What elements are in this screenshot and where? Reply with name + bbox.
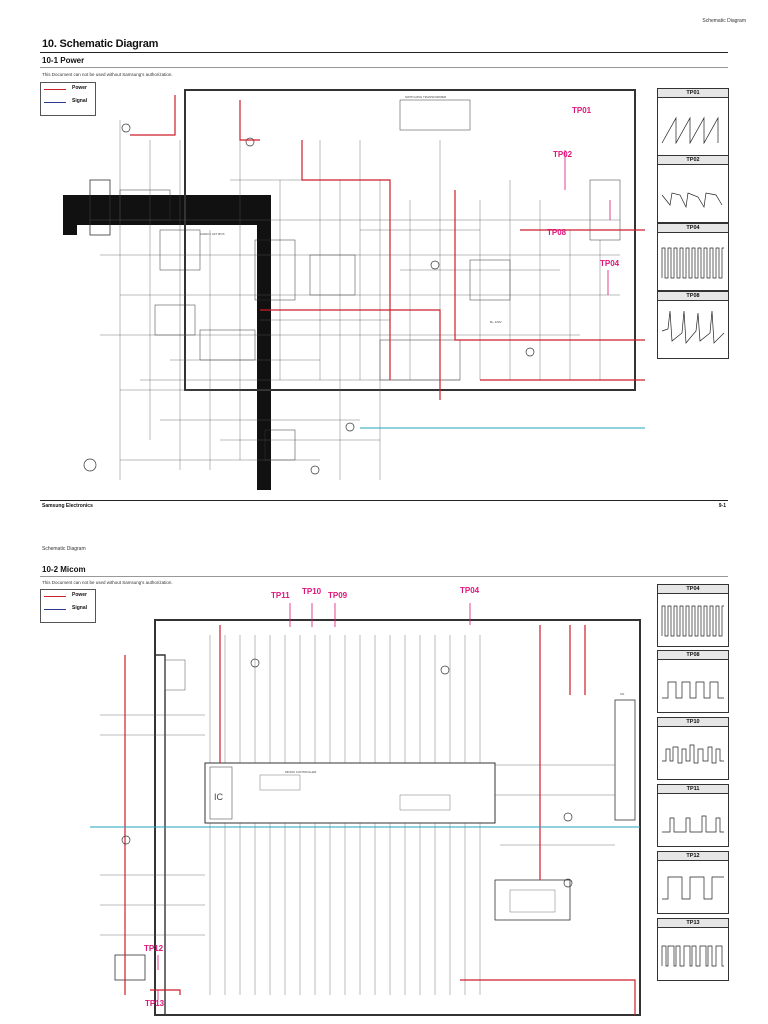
waveform-label: TP08	[658, 292, 728, 301]
tp01-marker: TP01	[572, 106, 592, 115]
waveform-panel-tp04-micom: TP04	[657, 584, 729, 647]
waveform-trace	[662, 681, 724, 699]
waveform-label: TP10	[658, 718, 728, 727]
waveform-label: TP13	[658, 919, 728, 928]
power-schematic: AUDIO / AFT BOX SWITCHING TRANSFORMER B+…	[63, 89, 645, 490]
legend-power-row: Power	[44, 85, 94, 95]
waveform-trace	[662, 876, 724, 900]
tp04-marker: TP04	[600, 259, 620, 268]
tp12-marker: TP12	[144, 944, 164, 953]
waveform-label: TP04	[658, 585, 728, 594]
legend-power-row: Power	[44, 592, 94, 602]
micom-schematic: IC MICRO CONTROLLER CN	[90, 603, 641, 1016]
page2-header: Schematic Diagram	[42, 546, 86, 552]
legend-signal-row: Signal	[44, 605, 94, 615]
waveform-panel-tp08-micom: TP08	[657, 650, 729, 713]
micom-legend: Power Signal	[40, 589, 96, 623]
legend-power-line	[44, 89, 66, 90]
waveform-label: TP11	[658, 785, 728, 794]
tp02-marker: TP02	[553, 150, 573, 159]
footer-page-number: 9-1	[718, 503, 726, 509]
legend-power-label: Power	[72, 592, 88, 598]
waveform-panel-tp13: TP13	[657, 918, 729, 981]
legend-power-label: Power	[72, 85, 88, 91]
power-notice: This Document can not be used without Sa…	[42, 72, 173, 77]
waveform-panel-tp11: TP11	[657, 784, 729, 847]
micom-subtitle: 10-2 Micom	[42, 565, 86, 574]
footer-divider	[40, 500, 728, 501]
waveform-trace	[661, 310, 725, 344]
micom-subtitle-divider	[40, 576, 728, 577]
waveform-label: TP12	[658, 852, 728, 861]
waveform-label: TP04	[658, 224, 728, 233]
waveform-trace	[661, 605, 724, 637]
legend-power-line	[44, 596, 66, 597]
waveform-panel-tp01: TP01	[657, 88, 729, 156]
power-legend: Power Signal	[40, 82, 96, 116]
legend-signal-label: Signal	[72, 605, 88, 611]
tp13-marker: TP13	[145, 999, 165, 1008]
tp08-marker: TP08	[547, 228, 567, 237]
svg-text:CN: CN	[620, 692, 624, 696]
svg-text:B+ 120V: B+ 120V	[490, 320, 502, 324]
waveform-label: TP08	[658, 651, 728, 660]
section-title: 10. Schematic Diagram	[42, 38, 159, 50]
waveform-label: TP01	[658, 89, 728, 98]
waveform-panel-tp04: TP04	[657, 223, 729, 291]
waveform-panel-tp10: TP10	[657, 717, 729, 780]
micom-notice: This Document can not be used without Sa…	[42, 580, 173, 585]
title-divider	[40, 52, 728, 53]
legend-signal-label: Signal	[72, 98, 88, 104]
subtitle-divider	[40, 67, 728, 68]
tp11-marker: TP11	[271, 591, 290, 600]
footer-company: Samsung Electronics	[42, 503, 93, 509]
waveform-trace	[661, 116, 719, 145]
waveform-trace	[662, 815, 724, 833]
waveform-panel-tp08: TP08	[657, 291, 729, 359]
waveform-trace	[661, 247, 724, 279]
power-subtitle: 10-1 Power	[42, 56, 85, 65]
tp10-marker: TP10	[302, 587, 322, 596]
waveform-panel-tp02: TP02	[657, 155, 729, 223]
waveform-trace	[661, 945, 724, 967]
svg-text:AUDIO / AFT BOX: AUDIO / AFT BOX	[200, 232, 225, 236]
svg-text:IC: IC	[214, 792, 224, 802]
tp09-marker: TP09	[328, 591, 348, 600]
tp04-marker-micom: TP04	[460, 586, 480, 595]
waveform-panel-tp12: TP12	[657, 851, 729, 914]
svg-text:MICRO CONTROLLER: MICRO CONTROLLER	[285, 770, 317, 774]
waveform-trace	[661, 192, 723, 209]
svg-text:SWITCHING TRANSFORMER: SWITCHING TRANSFORMER	[405, 95, 447, 99]
legend-signal-line	[44, 102, 66, 103]
legend-signal-line	[44, 609, 66, 610]
legend-signal-row: Signal	[44, 98, 94, 108]
page-header: Schematic Diagram	[702, 18, 746, 24]
waveform-label: TP02	[658, 156, 728, 165]
waveform-trace	[662, 744, 724, 764]
